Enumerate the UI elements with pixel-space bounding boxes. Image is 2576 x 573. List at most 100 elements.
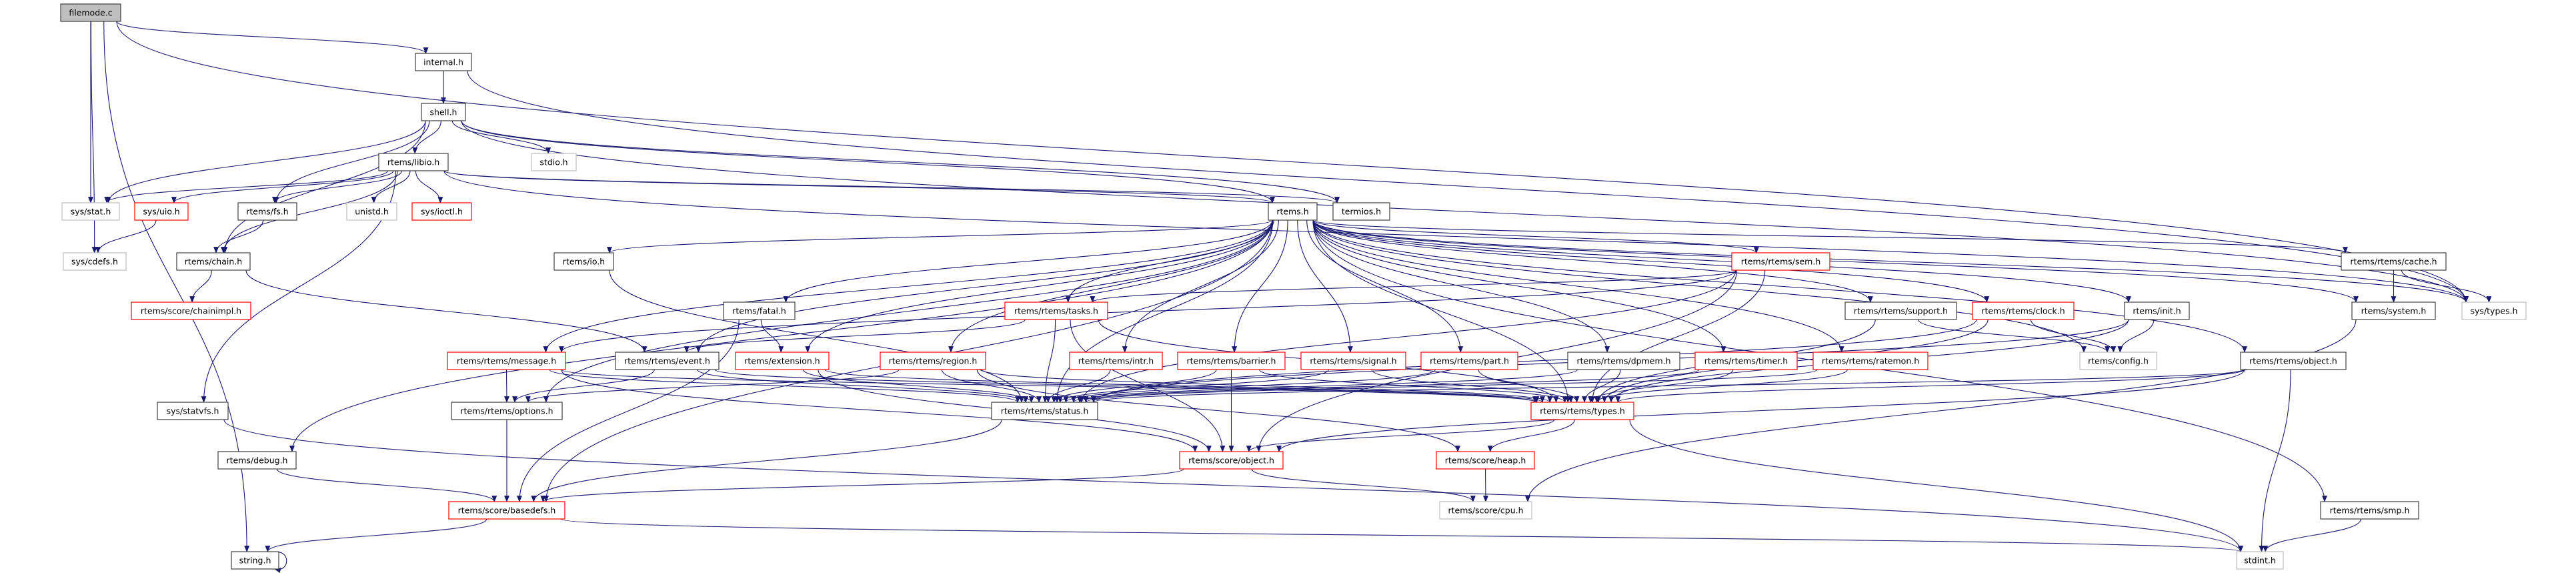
edge-extension-to-status [802, 369, 1034, 403]
node-fatal[interactable]: rtems/fatal.h [723, 302, 796, 320]
edge-sobject-to-basedefs [540, 468, 1184, 502]
node-label: unistd.h [355, 207, 389, 217]
node-box [176, 252, 251, 271]
node-label: rtems/rtems/cache.h [2350, 257, 2437, 267]
edge-filemode-to-systypes [116, 21, 2469, 303]
node-intr[interactable]: rtems/rtems/intr.h [1069, 352, 1163, 370]
edge-rtemsh-to-io [607, 219, 1273, 253]
edge-event-to-types [714, 369, 1539, 403]
edge-fatal-to-extension [760, 319, 784, 353]
node-barrier[interactable]: rtems/rtems/barrier.h [1177, 352, 1286, 370]
node-region[interactable]: rtems/rtems/region.h [880, 352, 986, 370]
node-extension[interactable]: rtems/extension.h [735, 352, 830, 370]
node-internal[interactable]: internal.h [415, 53, 472, 71]
node-statvfs[interactable]: sys/statvfs.h [157, 402, 229, 420]
node-label: rtems/rtems/support.h [1854, 306, 1948, 316]
node-system[interactable]: rtems/system.h [2351, 302, 2436, 320]
edge-signal-to-types [1371, 369, 1574, 403]
node-box [2240, 352, 2347, 370]
node-part[interactable]: rtems/rtems/part.h [1420, 352, 1518, 370]
edge-shell-to-stdio [451, 120, 551, 154]
edge-part-to-types [1478, 369, 1580, 403]
edge-statvfs-to-stdint [223, 419, 2243, 552]
edges-layer [88, 21, 2492, 573]
node-string[interactable]: string.h [231, 551, 279, 570]
node-label: rtems/rtems/smp.h [2330, 506, 2410, 516]
node-tasks[interactable]: rtems/rtems/tasks.h [1004, 302, 1108, 320]
node-sobject[interactable]: rtems/score/object.h [1179, 451, 1284, 470]
node-message[interactable]: rtems/rtems/message.h [447, 352, 566, 370]
node-box [134, 202, 189, 221]
node-chain[interactable]: rtems/chain.h [176, 252, 251, 271]
node-box [1177, 352, 1286, 370]
node-label: rtems/rtems/region.h [889, 356, 978, 366]
node-label: rtems/config.h [2088, 356, 2149, 366]
edge-rtemsh-to-event [696, 219, 1273, 353]
node-box [411, 202, 472, 221]
edge-rtemsh-to-clock [1312, 219, 1990, 303]
node-ioctl[interactable]: sys/ioctl.h [411, 202, 472, 221]
edge-region-to-types [981, 369, 1552, 403]
edge-libio-to-chain [221, 170, 398, 253]
node-libio[interactable]: rtems/libio.h [378, 153, 449, 171]
node-label: internal.h [423, 57, 463, 67]
edge-rtemsh-to-cache [1312, 219, 2348, 253]
node-io[interactable]: rtems/io.h [553, 252, 614, 271]
node-shell[interactable]: shell.h [421, 103, 466, 121]
node-label: sys/ioctl.h [421, 207, 463, 217]
edge-filemode-to-string [103, 21, 250, 552]
edge-tasks-to-sobject [1070, 319, 1226, 452]
node-clock[interactable]: rtems/rtems/clock.h [1972, 302, 2075, 320]
node-status[interactable]: rtems/rtems/status.h [991, 402, 1098, 420]
edge-clock-to-config [2030, 319, 2117, 353]
node-chainimpl[interactable]: rtems/score/chainimpl.h [131, 302, 251, 320]
node-box [421, 103, 466, 121]
node-cdefs: sys/cdefs.h [63, 252, 127, 271]
edge-sobject-to-cpu [1251, 468, 1476, 502]
node-rtemsh[interactable]: rtems.h [1268, 202, 1318, 221]
node-box [991, 402, 1098, 420]
edge-robject-to-stdint [2259, 369, 2291, 552]
node-init[interactable]: rtems/init.h [2124, 302, 2190, 320]
edge-robject-to-status [1091, 369, 2245, 403]
node-types[interactable]: rtems/rtems/types.h [1530, 402, 1634, 420]
node-box [1179, 451, 1284, 470]
node-basedefs[interactable]: rtems/score/basedefs.h [448, 501, 565, 520]
edge-rtemsh-to-sem [1312, 219, 1759, 253]
node-label: rtems/rtems/event.h [624, 356, 710, 366]
edge-sem-to-message [559, 269, 1736, 353]
node-options[interactable]: rtems/rtems/options.h [451, 402, 563, 420]
node-box [615, 352, 720, 370]
nodes-layer: filemode.cinternal.hshell.hrtems/libio.h… [60, 3, 2527, 570]
node-support[interactable]: rtems/rtems/support.h [1844, 302, 1957, 320]
edge-internal-to-systypes [467, 70, 2469, 303]
edge-libio-to-ioctl [415, 170, 443, 203]
node-timer[interactable]: rtems/rtems/timer.h [1694, 352, 1798, 370]
node-label: rtems/fatal.h [732, 306, 786, 316]
node-box [448, 501, 565, 520]
edge-types-to-heap [1487, 419, 1575, 452]
node-smp[interactable]: rtems/rtems/smp.h [2320, 501, 2419, 520]
node-cache[interactable]: rtems/rtems/cache.h [2341, 252, 2447, 271]
node-robject[interactable]: rtems/rtems/object.h [2240, 352, 2347, 370]
edge-message-to-sobject [561, 369, 1198, 452]
node-signal[interactable]: rtems/rtems/signal.h [1300, 352, 1406, 370]
edge-sem-to-tasks [1090, 269, 1736, 303]
edge-shell-to-fs [273, 120, 430, 203]
node-sem[interactable]: rtems/rtems/sem.h [1731, 252, 1830, 271]
node-box [131, 302, 251, 320]
edge-libio-to-systypes [443, 170, 2469, 303]
node-box [1004, 302, 1108, 320]
node-event[interactable]: rtems/rtems/event.h [615, 352, 720, 370]
node-label: rtems/score/object.h [1188, 456, 1274, 466]
node-debug[interactable]: rtems/debug.h [217, 451, 297, 470]
node-heap[interactable]: rtems/score/heap.h [1436, 451, 1535, 470]
node-ratemon[interactable]: rtems/rtems/ratemon.h [1812, 352, 1928, 370]
node-box [2461, 302, 2527, 320]
node-uio[interactable]: sys/uio.h [134, 202, 189, 221]
edge-support-to-config [1918, 319, 2111, 353]
node-termios[interactable]: termios.h [1332, 202, 1390, 221]
node-dpmem[interactable]: rtems/rtems/dpmem.h [1567, 352, 1680, 370]
node-fs[interactable]: rtems/fs.h [237, 202, 297, 221]
edge-uio-to-cdefs [95, 219, 157, 253]
